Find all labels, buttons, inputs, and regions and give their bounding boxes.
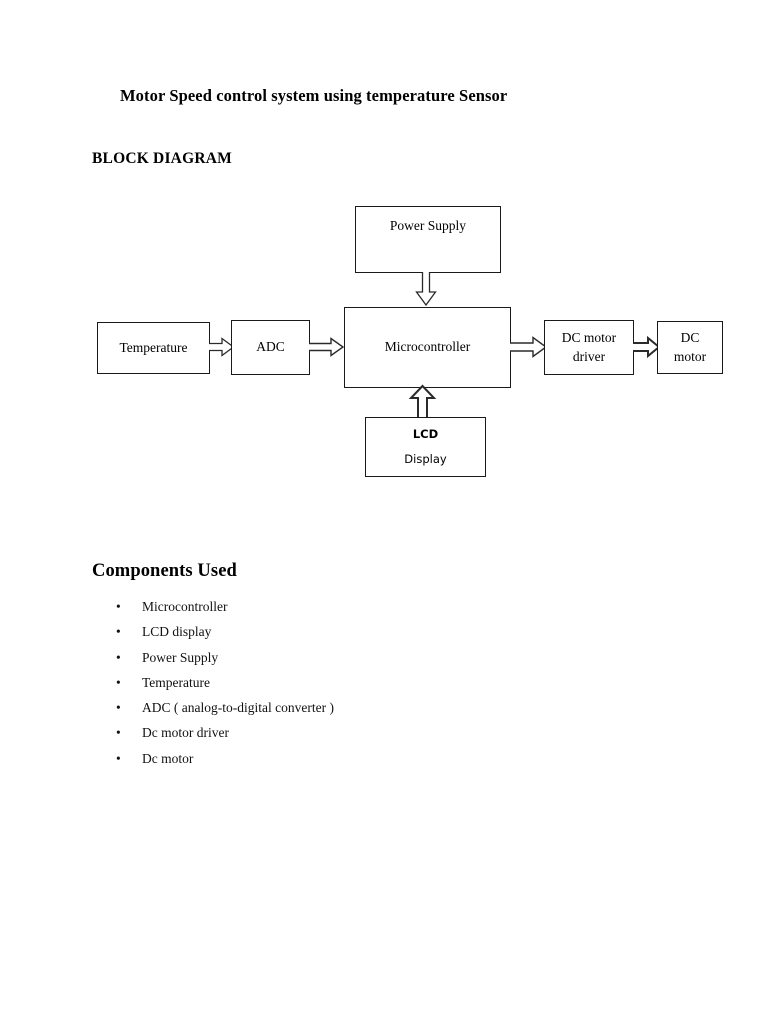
list-item: • Temperature bbox=[92, 676, 552, 701]
list-item: • Dc motor bbox=[92, 752, 552, 777]
bullet-glyph: • bbox=[116, 599, 121, 614]
list-item-label: Dc motor bbox=[142, 750, 194, 766]
bullet-glyph: • bbox=[116, 649, 121, 665]
list-item-label: Temperature bbox=[142, 674, 211, 690]
list-item: • Power Supply bbox=[92, 651, 552, 676]
components-used-heading: Components Used bbox=[92, 561, 237, 581]
bullet-glyph: • bbox=[116, 725, 121, 741]
node-label-dc-motor-line2: motor bbox=[673, 348, 707, 364]
list-item: • Dc motor driver bbox=[92, 726, 552, 751]
node-label-lcd-display-line2: Display bbox=[404, 451, 447, 466]
bullet-glyph: • bbox=[116, 624, 121, 640]
diagram-node-dc-motor-driver: DC motor driver bbox=[544, 320, 634, 375]
diagram-node-microcontroller: Microcontroller bbox=[344, 307, 511, 388]
components-list: • Microcontroller • LCD display • Power … bbox=[92, 600, 552, 777]
node-label-dc-motor-driver-line2: driver bbox=[572, 348, 606, 364]
list-item-label: Power Supply bbox=[142, 649, 219, 665]
node-label-power-supply: Power Supply bbox=[389, 218, 467, 233]
block-diagram: Power Supply Temperature ADC bbox=[97, 206, 723, 477]
diagram-node-dc-motor: DC motor bbox=[657, 321, 723, 374]
node-label-adc: ADC bbox=[256, 339, 285, 355]
diagram-node-power-supply: Power Supply bbox=[355, 206, 501, 273]
diagram-node-temperature: Temperature bbox=[97, 322, 210, 374]
block-diagram-heading: BLOCK DIAGRAM bbox=[92, 150, 232, 167]
bullet-glyph: • bbox=[116, 750, 121, 766]
arrow-power-supply-to-microcontroller bbox=[414, 272, 438, 308]
diagram-node-adc: ADC bbox=[231, 320, 310, 375]
list-item-label: Microcontroller bbox=[142, 599, 228, 614]
node-label-microcontroller: Microcontroller bbox=[384, 339, 471, 355]
arrow-adc-to-microcontroller bbox=[309, 337, 345, 359]
node-label-temperature: Temperature bbox=[119, 339, 188, 355]
list-item-label: ADC ( analog-to-digital converter ) bbox=[142, 700, 334, 716]
bullet-glyph: • bbox=[116, 674, 121, 690]
arrow-microcontroller-to-dc-motor-driver bbox=[510, 336, 548, 360]
bullet-glyph: • bbox=[116, 700, 121, 716]
page-title: Motor Speed control system using tempera… bbox=[120, 86, 508, 105]
node-label-lcd-display-line1: LCD bbox=[412, 426, 439, 441]
list-item-label: LCD display bbox=[142, 624, 212, 640]
list-item: • ADC ( analog-to-digital converter ) bbox=[92, 701, 552, 726]
arrow-lcd-display-to-microcontroller bbox=[408, 384, 437, 419]
list-item: • LCD display bbox=[92, 625, 552, 650]
node-label-dc-motor-driver-line1: DC motor bbox=[561, 330, 617, 346]
diagram-node-lcd-display: LCD Display bbox=[365, 417, 486, 477]
node-label-dc-motor-line1: DC bbox=[680, 330, 700, 346]
list-item-label: Dc motor driver bbox=[142, 725, 229, 741]
list-item: • Microcontroller bbox=[92, 600, 552, 625]
